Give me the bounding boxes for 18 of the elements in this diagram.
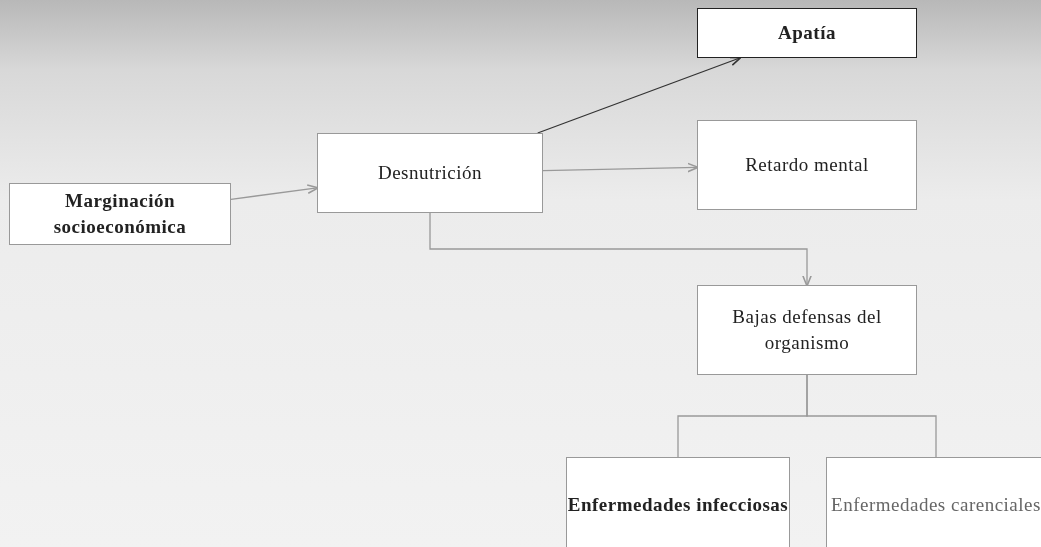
- arrow: [537, 56, 742, 134]
- concept-box: [697, 120, 917, 210]
- arrow: [230, 184, 319, 200]
- box-label: Retardo mental: [745, 153, 869, 178]
- box-label: Apatía: [778, 21, 836, 46]
- concept-box: [697, 8, 917, 58]
- arrow: [542, 162, 699, 173]
- concept-box: [317, 133, 543, 213]
- box-label: Marginación socioeconómica: [52, 189, 188, 239]
- box-label: Desnutrición: [377, 161, 483, 186]
- box-label: Enfermedades carenciales: [831, 492, 1041, 517]
- concept-box: [9, 183, 231, 245]
- arrow: [429, 212, 812, 287]
- concept-box: [826, 457, 1041, 547]
- box-label: Enfermedades infecciosas: [567, 492, 789, 517]
- concept-box: [697, 285, 917, 375]
- concept-box: [566, 457, 790, 547]
- box-label: Bajas defensas del organismo: [731, 305, 883, 355]
